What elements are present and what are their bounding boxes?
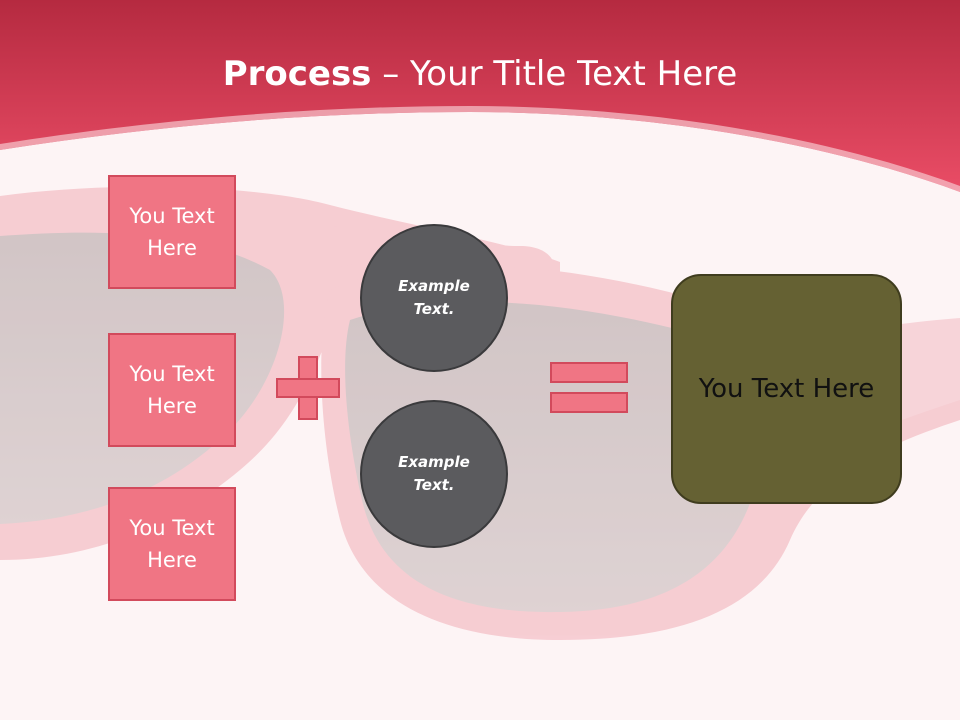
example-circle-2[interactable]: Example Text. — [360, 400, 508, 548]
text-box-3[interactable]: You Text Here — [108, 487, 236, 601]
plus-center — [300, 380, 316, 396]
example-circle-1-label: Example Text. — [398, 277, 470, 318]
result-box[interactable]: You Text Here — [671, 274, 902, 504]
text-box-2-label: You Text Here — [129, 362, 215, 418]
example-circle-2-label: Example Text. — [398, 453, 470, 494]
text-box-1-label: You Text Here — [129, 204, 215, 260]
slide-title: Process – Your Title Text Here — [0, 52, 960, 96]
example-circle-1[interactable]: Example Text. — [360, 224, 508, 372]
text-box-2[interactable]: You Text Here — [108, 333, 236, 447]
text-box-1[interactable]: You Text Here — [108, 175, 236, 289]
equals-icon — [550, 362, 628, 414]
equals-top-bar — [550, 362, 628, 383]
result-box-label: You Text Here — [698, 374, 875, 404]
text-box-3-label: You Text Here — [129, 516, 215, 572]
title-strong: Process — [222, 54, 372, 94]
equals-bottom-bar — [550, 392, 628, 413]
plus-icon — [276, 356, 340, 420]
title-rest: – Your Title Text Here — [371, 54, 738, 94]
